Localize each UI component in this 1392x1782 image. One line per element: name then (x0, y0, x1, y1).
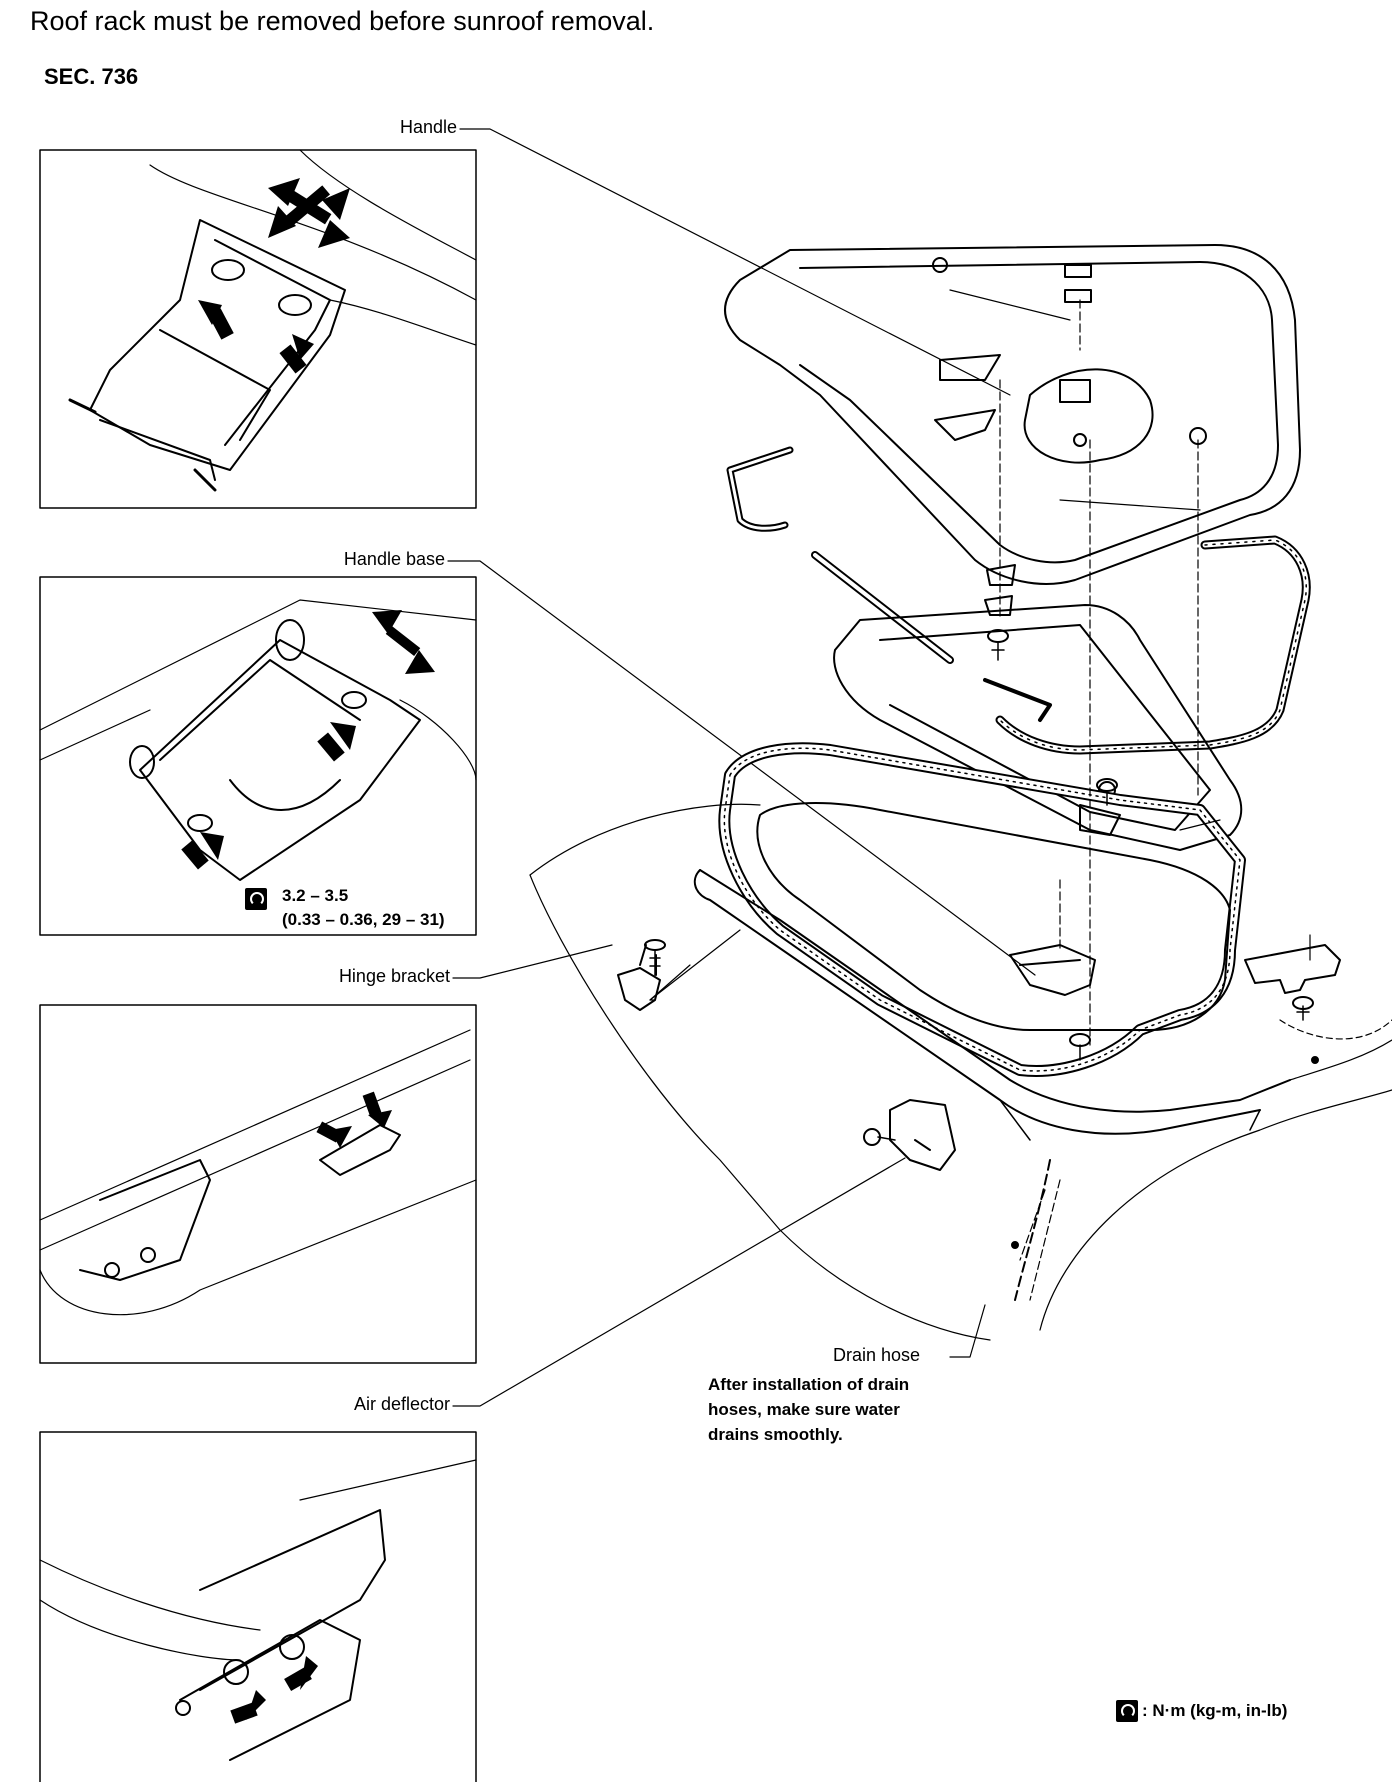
detail-panel-hinge-bracket (39, 1004, 477, 1364)
bolt-icon (984, 564, 1118, 806)
push-arrow-icon (181, 722, 356, 870)
detail-panel-handle (39, 149, 477, 509)
leader-lines (447, 128, 1036, 1407)
callout-drain-hose: Drain hose (833, 1345, 921, 1365)
four-way-arrow-icon (268, 178, 350, 248)
drain-note-line2: hoses, make sure water (708, 1400, 900, 1419)
callout-handle: Handle (399, 117, 457, 137)
torque-units-legend: : N·m (kg-m, in-lb) (1142, 1701, 1288, 1720)
main-exploded-view (529, 244, 1392, 1341)
torque-spec: 3.2 – 3.5 (0.33 – 0.36, 29 – 31) (282, 884, 445, 932)
push-arrow-icon (198, 300, 314, 374)
torque-range: 3.2 – 3.5 (282, 886, 349, 905)
removal-precaution-note: Roof rack must be removed before sunroof… (30, 6, 655, 36)
push-arrow-icon (316, 1091, 392, 1148)
section-number: SEC. 736 (44, 64, 139, 89)
drain-note-line3: drains smoothly. (708, 1425, 843, 1444)
detail-panel-handle-base (39, 576, 477, 936)
drain-note-line1: After installation of drain (708, 1375, 910, 1394)
torque-alt-units: (0.33 – 0.36, 29 – 31) (282, 910, 445, 929)
callout-air-deflector: Air deflector (353, 1394, 450, 1414)
torque-wrench-icon (245, 888, 267, 910)
drain-note: After installation of drain hoses, make … (708, 1372, 909, 1447)
push-arrow-icon (230, 1656, 318, 1724)
callout-hinge-bracket: Hinge bracket (338, 966, 450, 986)
callout-handle-base: Handle base (343, 549, 445, 569)
detail-panel-air-deflector (39, 1431, 477, 1782)
slide-arrow-icon (372, 610, 435, 674)
torque-legend-icon (1116, 1700, 1138, 1722)
